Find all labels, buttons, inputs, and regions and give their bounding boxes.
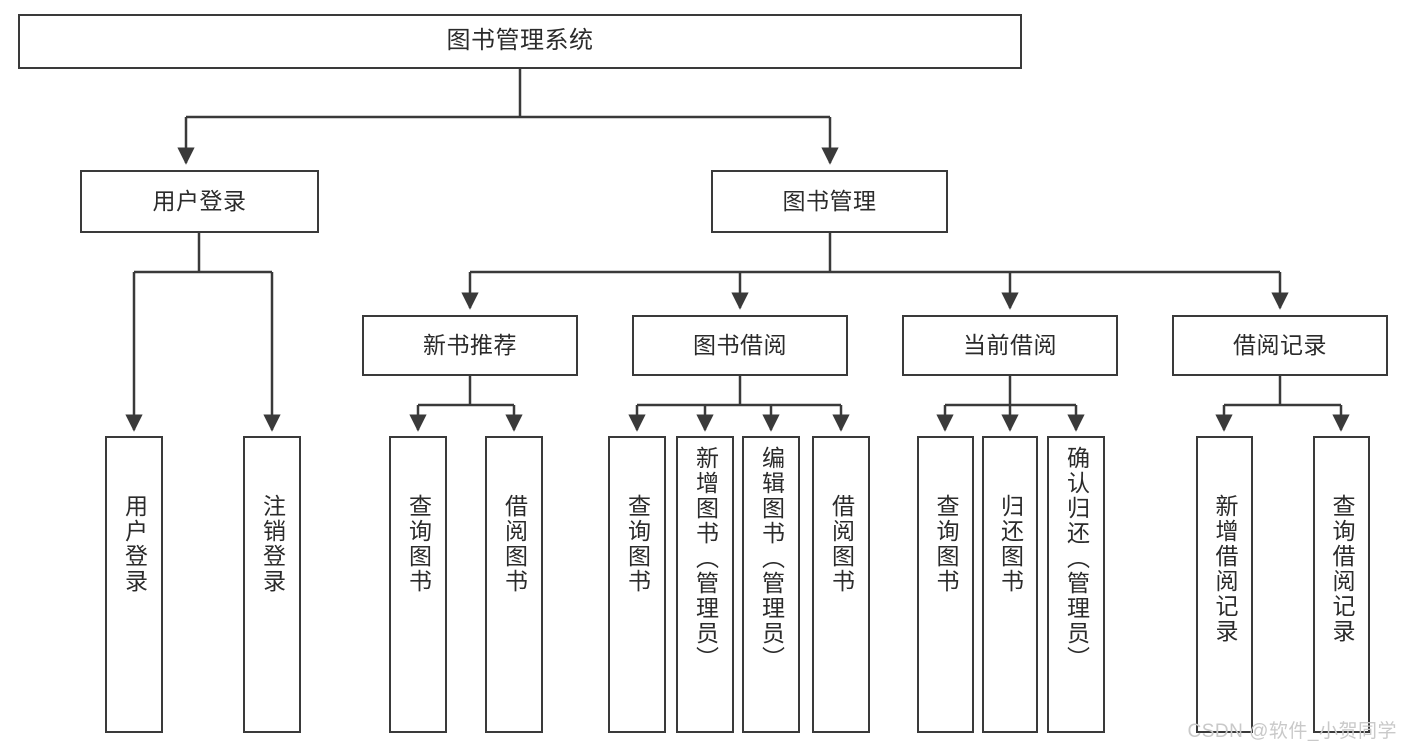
leaf-query-book-borrow[interactable]: 查询图书 <box>608 436 666 733</box>
node-label: 用户登录 <box>121 494 148 594</box>
node-label: 当前借阅 <box>963 331 1057 358</box>
node-label: 图书管理系统 <box>446 27 594 55</box>
node-label: 查询借阅记录 <box>1329 494 1355 644</box>
node-label: 借阅图书 <box>501 494 528 594</box>
leaf-borrow-book-recommend[interactable]: 借阅图书 <box>485 436 543 733</box>
node-label: 借阅图书 <box>828 494 855 594</box>
leaf-confirm-return-admin[interactable]: 确认归还（管理员） <box>1047 436 1105 733</box>
node-book-management[interactable]: 图书管理 <box>711 170 948 233</box>
node-book-borrow[interactable]: 图书借阅 <box>632 315 848 376</box>
node-current-borrow[interactable]: 当前借阅 <box>902 315 1118 376</box>
node-label: 图书借阅 <box>693 331 787 358</box>
leaf-add-borrow-record[interactable]: 新增借阅记录 <box>1196 436 1253 733</box>
node-label: 借阅记录 <box>1233 331 1327 358</box>
leaf-borrow-book[interactable]: 借阅图书 <box>812 436 870 733</box>
leaf-edit-book-admin[interactable]: 编辑图书（管理员） <box>742 436 800 733</box>
leaf-return-book[interactable]: 归还图书 <box>982 436 1038 733</box>
node-label: 查询图书 <box>624 494 651 594</box>
node-label: 新增图书（管理员） <box>692 446 719 671</box>
node-root-book-management-system[interactable]: 图书管理系统 <box>18 14 1022 69</box>
node-label: 编辑图书（管理员） <box>758 446 785 671</box>
watermark-text: CSDN @软件_小贺同学 <box>1187 721 1397 742</box>
node-label: 新增借阅记录 <box>1212 494 1238 644</box>
node-new-book-recommend[interactable]: 新书推荐 <box>362 315 578 376</box>
leaf-query-book-recommend[interactable]: 查询图书 <box>389 436 447 733</box>
leaf-add-book-admin[interactable]: 新增图书（管理员） <box>676 436 734 733</box>
node-label: 用户登录 <box>152 187 247 214</box>
node-label: 查询图书 <box>405 494 432 594</box>
leaf-query-book-current[interactable]: 查询图书 <box>917 436 974 733</box>
node-label: 确认归还（管理员） <box>1063 446 1090 671</box>
leaf-user-login[interactable]: 用户登录 <box>105 436 163 733</box>
leaf-logout[interactable]: 注销登录 <box>243 436 301 733</box>
leaf-query-borrow-record[interactable]: 查询借阅记录 <box>1313 436 1370 733</box>
node-label: 查询图书 <box>933 494 959 594</box>
node-label: 图书管理 <box>782 187 877 214</box>
node-borrow-record[interactable]: 借阅记录 <box>1172 315 1388 376</box>
node-label: 新书推荐 <box>423 331 517 358</box>
node-label: 归还图书 <box>997 494 1024 594</box>
node-label: 注销登录 <box>259 494 286 594</box>
node-user-login[interactable]: 用户登录 <box>80 170 319 233</box>
